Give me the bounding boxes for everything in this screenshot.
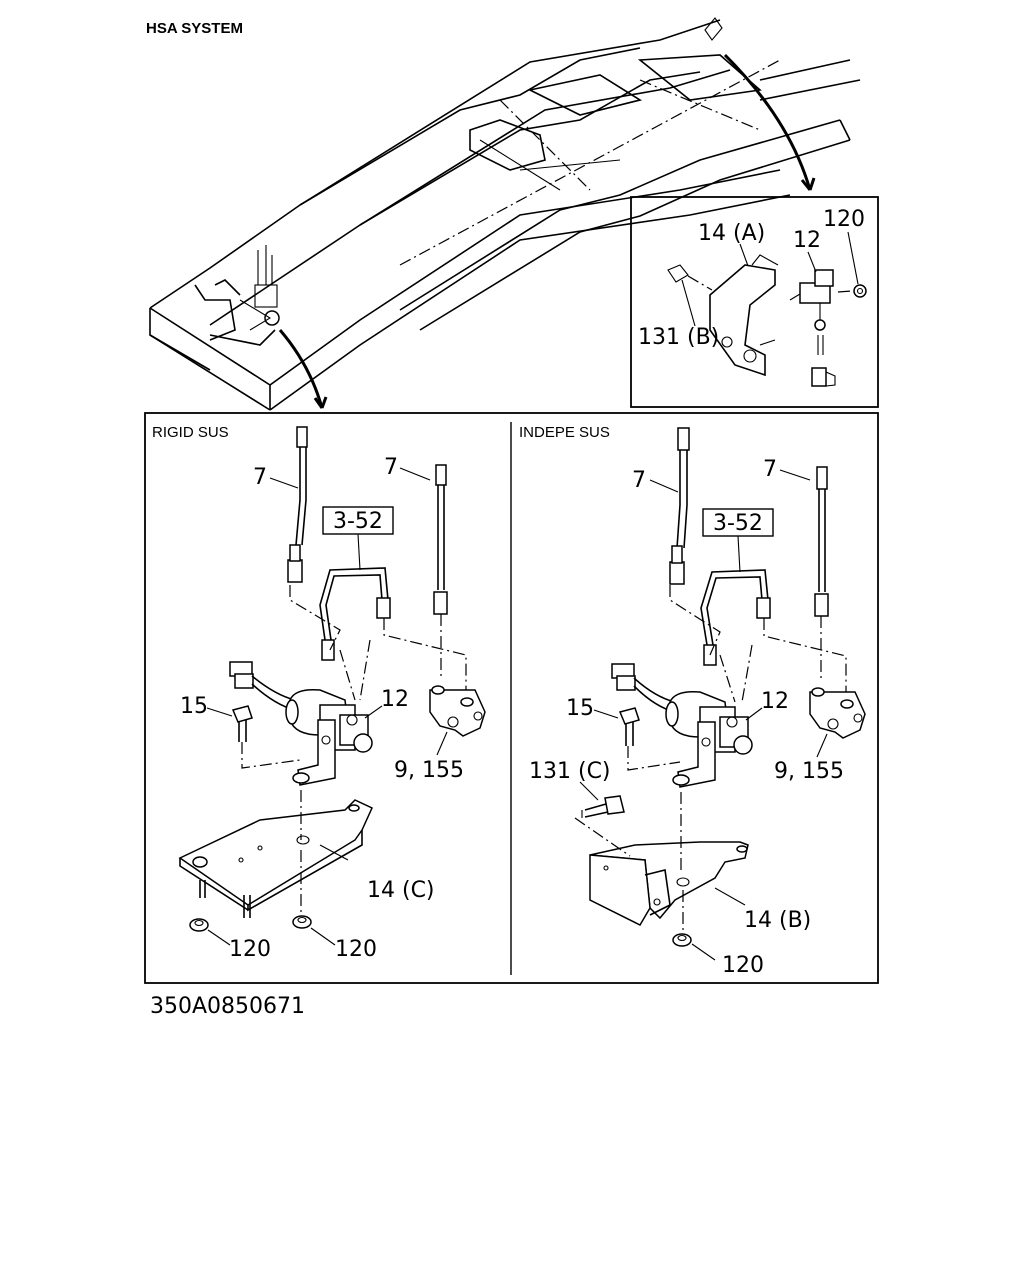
detail-callout-bolt: 131 (B) bbox=[638, 325, 719, 350]
indepe-bolt-131c bbox=[581, 795, 625, 818]
indepe-nut bbox=[672, 933, 692, 947]
indepe-pipe-left bbox=[669, 427, 690, 585]
rigid-callout-pipe-right: 7 bbox=[384, 455, 398, 480]
rigid-union bbox=[429, 685, 486, 737]
indepe-callout-nut: 120 bbox=[722, 953, 764, 978]
rigid-callout-bracket: 14 (C) bbox=[367, 878, 435, 903]
indepe-valve bbox=[665, 690, 753, 788]
rigid-callout-valve: 12 bbox=[381, 687, 409, 712]
rigid-sus-section: RIGID SUS 3-52 bbox=[152, 424, 486, 962]
detail-inset: 14 (A) 12 120 131 (B) bbox=[630, 196, 879, 408]
chassis-frame-illustration bbox=[149, 17, 861, 411]
rigid-sus-label: RIGID SUS bbox=[152, 424, 229, 441]
rigid-pipe-right bbox=[433, 464, 448, 615]
indepe-bent-pipe bbox=[700, 569, 771, 666]
indepe-bolt-15 bbox=[618, 707, 640, 746]
indepe-sus-section: INDEPE SUS 3-52 bbox=[519, 424, 866, 978]
rigid-callout-union: 9, 155 bbox=[394, 758, 464, 783]
indepe-pipe-right bbox=[814, 466, 829, 617]
indepe-callout-bolt-c: 131 (C) bbox=[529, 759, 611, 784]
indepe-bracket bbox=[589, 841, 749, 926]
rigid-nut-left bbox=[189, 918, 209, 932]
rigid-connector bbox=[229, 661, 296, 711]
diagram-code: 350A0850671 bbox=[150, 994, 305, 1019]
rigid-bracket bbox=[178, 799, 373, 918]
indepe-ref-label: 3-52 bbox=[713, 511, 763, 536]
indepe-callout-union: 9, 155 bbox=[774, 759, 844, 784]
indepe-callout-bracket: 14 (B) bbox=[744, 908, 811, 933]
rigid-bolt-15 bbox=[231, 705, 253, 742]
rigid-callout-bolt: 15 bbox=[180, 694, 208, 719]
rigid-valve bbox=[285, 688, 373, 786]
rigid-nut-right bbox=[292, 915, 312, 929]
rigid-callout-nut-left: 120 bbox=[229, 937, 271, 962]
indepe-union bbox=[809, 687, 866, 739]
indepe-callout-pipe-left: 7 bbox=[632, 468, 646, 493]
detail-callout-valve: 12 bbox=[793, 228, 821, 253]
lower-panel-border bbox=[144, 412, 879, 984]
indepe-callout-bolt: 15 bbox=[566, 696, 594, 721]
rigid-ref-label: 3-52 bbox=[333, 509, 383, 534]
indepe-ref-box bbox=[702, 508, 774, 537]
page-title: HSA SYSTEM bbox=[146, 20, 243, 37]
indepe-sus-label: INDEPE SUS bbox=[519, 424, 610, 441]
rigid-bent-pipe bbox=[319, 567, 391, 661]
detail-callout-bracket: 14 (A) bbox=[698, 221, 765, 246]
indepe-callout-valve: 12 bbox=[761, 689, 789, 714]
frame-valve-location bbox=[239, 245, 280, 331]
rigid-callout-nut-right: 120 bbox=[335, 937, 377, 962]
rigid-pipe-left bbox=[287, 426, 308, 583]
rigid-callout-pipe-left: 7 bbox=[253, 465, 267, 490]
indepe-callout-pipe-right: 7 bbox=[763, 457, 777, 482]
indepe-connector bbox=[611, 663, 676, 713]
detail-callout-nut: 120 bbox=[823, 207, 865, 232]
